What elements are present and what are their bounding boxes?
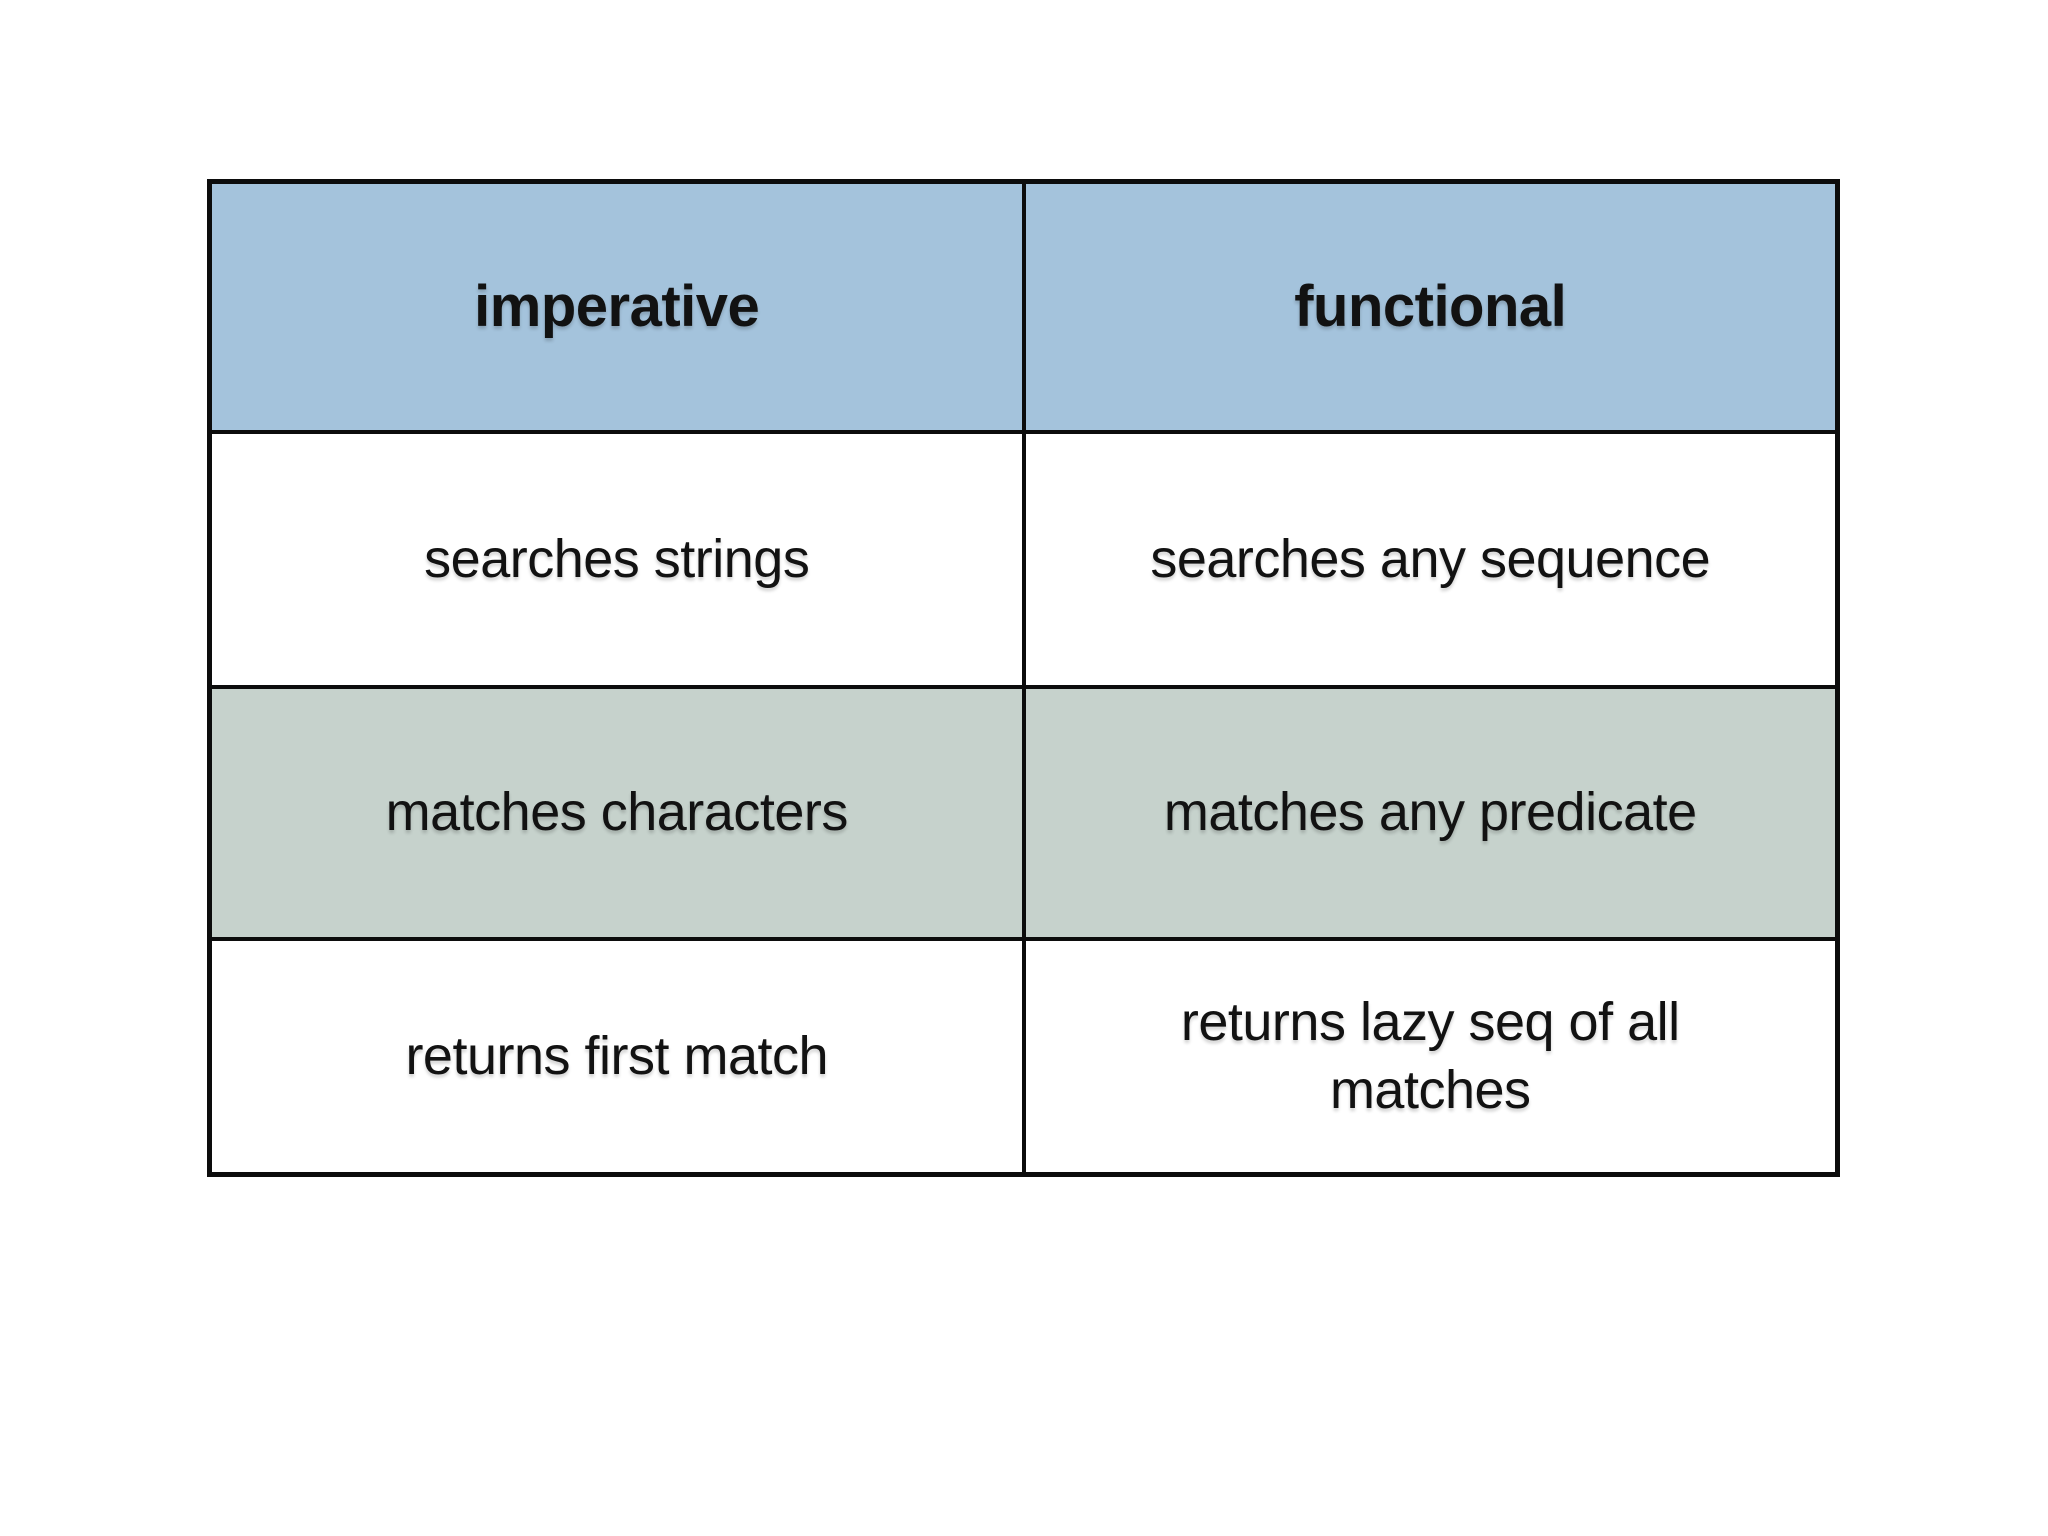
cell-text: returns lazy seq of all matches [1180, 992, 1680, 1120]
header-cell-imperative: imperative [212, 184, 1022, 430]
cell-text: matches characters [385, 782, 849, 843]
cell-text: returns first match [405, 1025, 829, 1086]
table-cell-functional-searches: searches any sequence [1025, 434, 1835, 685]
table-cell-imperative-returns: returns first match [212, 941, 1022, 1172]
table-cell-imperative-matches: matches characters [212, 689, 1022, 937]
comparison-table: imperative functional searches strings s… [207, 179, 1840, 1177]
cell-text: searches any sequence [1150, 528, 1711, 589]
header-label-imperative: imperative [474, 273, 760, 339]
table-cell-functional-returns: returns lazy seq of all matches [1025, 941, 1835, 1172]
table-cell-functional-matches: matches any predicate [1025, 689, 1835, 937]
header-label-functional: functional [1294, 273, 1567, 339]
cell-text: searches strings [424, 528, 810, 589]
cell-text: matches any predicate [1163, 782, 1697, 843]
table-cell-imperative-searches: searches strings [212, 434, 1022, 685]
header-cell-functional: functional [1025, 184, 1835, 430]
